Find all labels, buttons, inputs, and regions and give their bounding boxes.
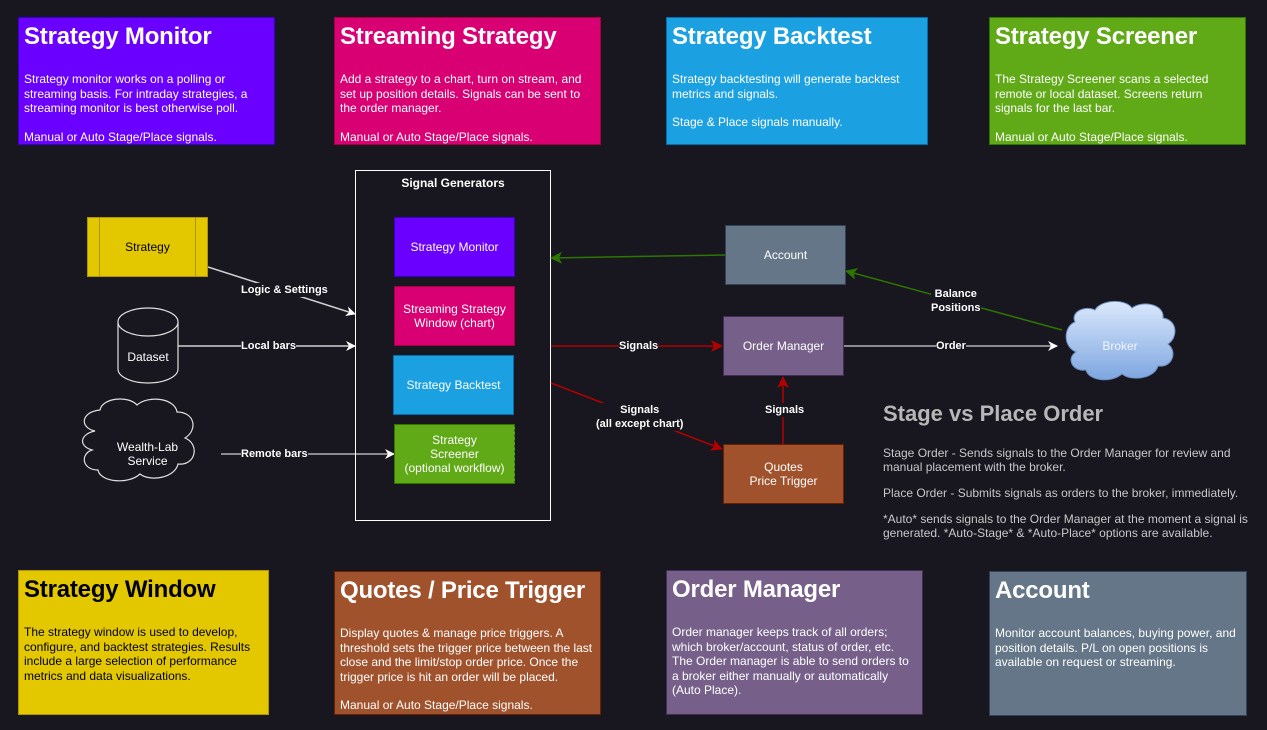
- broker-cloud-icon: [1065, 301, 1176, 381]
- card-title: Strategy Monitor: [24, 23, 212, 50]
- card-title: Strategy Screener: [995, 23, 1198, 50]
- stage-vs-place-panel: Stage vs Place Order Stage Order - Sends…: [883, 400, 1253, 552]
- card-quotes-price-trigger: Quotes / Price Trigger Display quotes & …: [334, 571, 601, 715]
- broker-node-label: Broker: [1102, 339, 1138, 353]
- card-text: The Strategy Screener scans a selected r…: [995, 72, 1209, 115]
- card-strategy-screener: Strategy Screener The Strategy Screener …: [989, 17, 1246, 145]
- stage-order-text: Stage Order - Sends signals to the Order…: [883, 446, 1231, 474]
- quotes-price-trigger-node[interactable]: Quotes Price Trigger: [723, 444, 844, 504]
- card-footer: Manual or Auto Stage/Place signals.: [24, 129, 217, 144]
- account-node-label: Account: [763, 248, 808, 262]
- card-order-manager: Order Manager Order manager keeps track …: [666, 570, 923, 715]
- order-manager-node-label: Order Manager: [742, 339, 825, 353]
- generator-label: Strategy Screener (optional workflow): [404, 433, 505, 475]
- card-text: Display quotes & manage price triggers. …: [340, 626, 593, 684]
- signal-generators-title: Signal Generators: [401, 176, 505, 190]
- generator-strategy-monitor[interactable]: Strategy Monitor: [394, 217, 515, 277]
- place-order-text: Place Order - Submits signals as orders …: [883, 486, 1239, 500]
- edge-label-remote-bars: Remote bars: [241, 447, 308, 461]
- generator-label: Streaming Strategy Window (chart): [403, 302, 506, 330]
- dataset-node[interactable]: Dataset: [118, 345, 178, 369]
- dataset-node-label: Dataset: [127, 350, 169, 364]
- card-text: Strategy monitor works on a polling or s…: [24, 72, 248, 115]
- generator-label: Strategy Monitor: [410, 240, 499, 254]
- card-title: Strategy Window: [24, 576, 216, 603]
- card-account: Account Monitor account balances, buying…: [989, 571, 1247, 716]
- edge-label-balance-positions: Balance Positions: [931, 287, 981, 315]
- card-title: Order Manager: [672, 576, 841, 603]
- card-title: Strategy Backtest: [672, 23, 872, 50]
- card-strategy-backtest: Strategy Backtest Strategy backtesting w…: [666, 17, 928, 145]
- card-title: Account: [995, 577, 1090, 604]
- strategy-node-label: Strategy: [125, 240, 170, 254]
- card-text: Add a strategy to a chart, turn on strea…: [340, 72, 582, 115]
- edge-label-signals-up: Signals: [765, 403, 805, 417]
- edge-account-to-generators: [550, 251, 726, 264]
- service-cloud-icon: [82, 398, 195, 482]
- generator-strategy-backtest[interactable]: Strategy Backtest: [393, 355, 514, 415]
- card-text: Strategy backtesting will generate backt…: [672, 72, 900, 101]
- generator-label: Strategy Backtest: [406, 378, 501, 392]
- edge-label-local-bars: Local bars: [241, 339, 297, 353]
- dataset-cylinder-icon: [117, 307, 179, 384]
- card-footer: Manual or Auto Stage/Place signals.: [995, 129, 1188, 144]
- card-strategy-monitor: Strategy Monitor Strategy monitor works …: [18, 17, 275, 145]
- wealth-lab-service-label: Wealth-Lab Service: [116, 440, 179, 468]
- edge-label-logic-settings: Logic & Settings: [241, 283, 328, 297]
- card-text: Monitor account balances, buying power, …: [995, 626, 1236, 669]
- quotes-node-label: Quotes Price Trigger: [749, 460, 818, 488]
- card-text: Order manager keeps track of all orders;…: [672, 625, 909, 697]
- wealth-lab-service-node[interactable]: Wealth-Lab Service: [95, 438, 200, 470]
- edge-label-signals-all-except-chart: Signals (all except chart): [596, 403, 684, 431]
- card-footer: Manual or Auto Stage/Place signals.: [340, 698, 533, 712]
- auto-text: *Auto* sends signals to the Order Manage…: [883, 512, 1248, 540]
- order-manager-node[interactable]: Order Manager: [723, 316, 844, 376]
- card-strategy-window: Strategy Window The strategy window is u…: [18, 570, 269, 715]
- generator-strategy-screener[interactable]: Strategy Screener (optional workflow): [394, 424, 515, 484]
- generator-streaming-strategy[interactable]: Streaming Strategy Window (chart): [394, 286, 515, 346]
- broker-node[interactable]: Broker: [1080, 337, 1160, 355]
- stage-vs-place-title: Stage vs Place Order: [883, 401, 1104, 426]
- card-footer: Stage & Place signals manually.: [672, 115, 843, 129]
- card-footer: Manual or Auto Stage/Place signals.: [340, 129, 533, 144]
- strategy-node[interactable]: Strategy: [87, 217, 208, 277]
- edge-label-signals: Signals: [619, 339, 659, 353]
- edge-label-order: Order: [936, 339, 966, 353]
- account-node[interactable]: Account: [725, 225, 846, 285]
- card-streaming-strategy: Streaming Strategy Add a strategy to a c…: [334, 17, 601, 145]
- card-title: Streaming Strategy: [340, 23, 557, 50]
- card-title: Quotes / Price Trigger: [340, 577, 586, 604]
- card-text: The strategy window is used to develop, …: [24, 625, 251, 683]
